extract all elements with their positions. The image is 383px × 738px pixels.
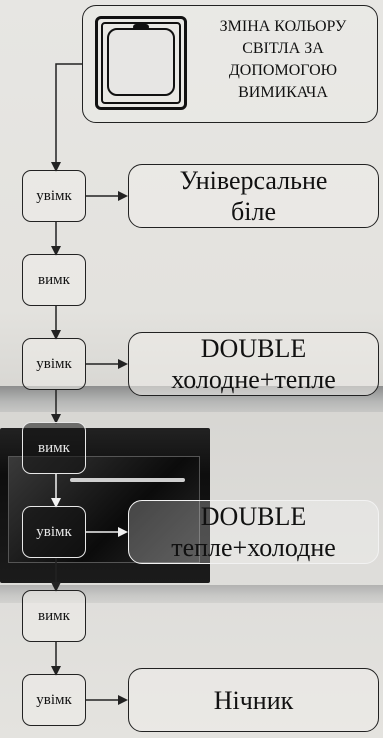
- step-label: вимк: [38, 439, 70, 456]
- counter-top-lower: [0, 585, 383, 603]
- step-label: увімк: [36, 691, 72, 708]
- mode-night-light: Нічник: [128, 668, 379, 732]
- switch-frame: [101, 22, 181, 104]
- step-on-4: увімк: [22, 674, 86, 726]
- mode-double-cold-warm: DOUBLE холодне+тепле: [128, 332, 379, 396]
- step-label: увімк: [36, 355, 72, 372]
- step-on-2: увімк: [22, 338, 86, 390]
- mode-line: Універсальне: [179, 166, 328, 195]
- title-line: СВІТЛА ЗА: [242, 40, 324, 57]
- title-text: ЗМІНА КОЛЬОРУ СВІТЛА ЗА ДОПОМОГОЮ ВИМИКА…: [188, 16, 378, 104]
- switch-indicator: [133, 24, 149, 30]
- mode-line: DOUBLE: [200, 502, 307, 531]
- mode-line: біле: [231, 197, 276, 226]
- mode-line: DOUBLE: [200, 334, 307, 363]
- connector-title-to-step1: [51, 63, 82, 172]
- mode-line: Нічник: [213, 685, 294, 715]
- title-line: ДОПОМОГОЮ: [228, 62, 338, 79]
- step-label: вимк: [38, 607, 70, 624]
- step-label: вимк: [38, 271, 70, 288]
- oven-handle: [70, 478, 185, 482]
- step-label: увімк: [36, 187, 72, 204]
- step-on-1: увімк: [22, 170, 86, 222]
- step-label: увімк: [36, 523, 72, 540]
- mode-double-warm-cold: DOUBLE теплe+холодне: [128, 500, 379, 564]
- step-on-3: увімк: [22, 506, 86, 558]
- step-off-2: вимк: [22, 422, 86, 474]
- mode-line: теплe+холодне: [171, 533, 336, 562]
- title-line: ВИМИКАЧА: [238, 84, 328, 101]
- switch-key: [107, 28, 175, 96]
- title-line: ЗМІНА КОЛЬОРУ: [219, 18, 347, 35]
- mode-line: холодне+тепле: [171, 365, 336, 394]
- step-off-3: вимк: [22, 590, 86, 642]
- step-off-1: вимк: [22, 254, 86, 306]
- switch-icon: [95, 16, 187, 110]
- mode-universal-white: Універсальне біле: [128, 164, 379, 228]
